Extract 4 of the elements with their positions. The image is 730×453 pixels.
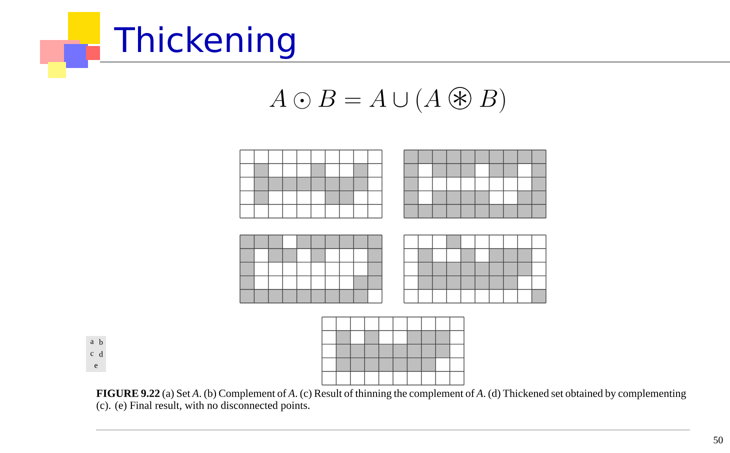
- formula: $A \odot B = A \cup (A \circledast B)$: [270, 87, 505, 113]
- slide-title: Thickening: [114, 26, 294, 60]
- figure-caption: FIGURE 9.22 (a) SetA. (b) Complement ofA. (c) Result of thinning the complement ofA. (d) Thickened set obtained by complementing (c). (e) Final result, with no disconnected points.: [96, 389, 686, 412]
- page-number: 50: [714, 436, 723, 444]
